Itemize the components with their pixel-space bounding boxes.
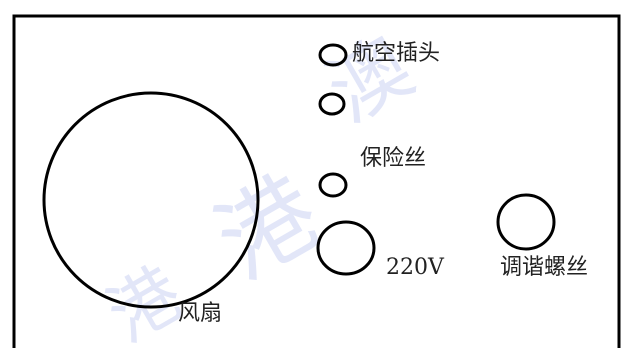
voltage-label: 220V (386, 255, 444, 280)
fan-circle (42, 91, 260, 309)
aviation-plug-label: 航空插头 (352, 41, 441, 66)
small-hole (318, 92, 346, 116)
fan-label: 风扇 (178, 301, 223, 326)
power-socket-220v (316, 220, 376, 276)
tuning-screw-hole (496, 193, 556, 251)
panel-diagram: 港 澳 港 航空插头 保险丝 220V 调谐螺丝 风扇 (12, 14, 621, 358)
tuning-screw-label: 调谐螺丝 (500, 255, 589, 280)
diagram-shapes (12, 14, 621, 348)
aviation-plug-hole (318, 43, 348, 67)
fuse-label: 保险丝 (360, 146, 427, 171)
fuse-hole (318, 172, 348, 198)
panel-border (12, 14, 621, 348)
